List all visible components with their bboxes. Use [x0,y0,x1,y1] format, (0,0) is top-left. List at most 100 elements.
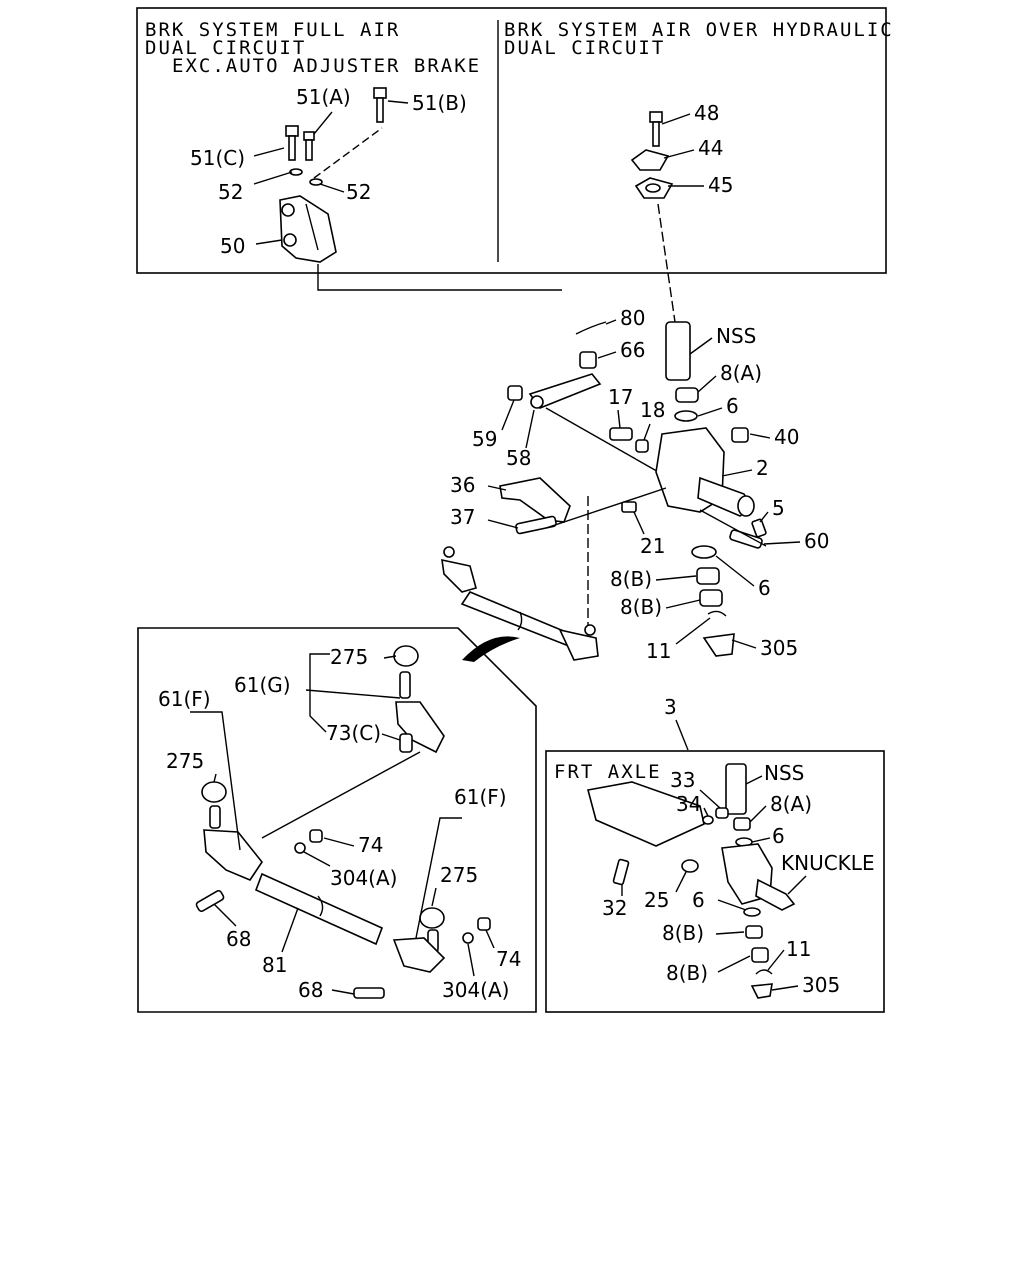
callout-66: 66 [620,338,645,362]
boot-275-left [201,781,227,803]
nut-74-lower [477,917,491,931]
callout-34: 34 [676,792,701,816]
knuckle-label: KNUCKLE [781,851,875,875]
cross-tube-81 [254,872,384,946]
callout-45: 45 [708,173,733,197]
arm-36 [499,477,571,523]
tie-rod-end-61f-right [392,929,446,973]
washer-25 [681,859,699,873]
brake-system-panel: BRK SYSTEM FULL AIR DUAL CIRCUIT EXC.AUT… [136,7,892,274]
callout-58: 58 [506,446,531,470]
callout-50: 50 [220,234,245,258]
callout-51c: 51(C) [190,146,245,170]
callout-44: 44 [698,136,723,160]
fitting-73c [399,733,413,753]
callouts: 51(A) 51(B) 51(C) 52 52 50 48 44 45 80 6… [158,85,840,1002]
callout-6-lower: 6 [758,576,771,600]
nut-33 [715,807,729,819]
bolt-32 [612,858,630,886]
leader-36-to-knuckle [545,487,667,529]
bolt-48 [649,111,663,147]
callout-51b: 51(B) [412,91,467,115]
bushing-8b-upper [696,567,720,585]
bolt-68-right [353,987,385,999]
tie-rod-end-61f-left [203,805,263,881]
bolt-51c [285,125,299,161]
air-over-hydraulic-title-2: DUAL CIRCUIT [504,37,665,59]
callout-61g: 61(G) [234,673,291,697]
callout-8b-detail-upper: 8(B) [662,921,704,945]
bolt-17 [609,427,633,441]
callout-nss-detail: NSS [764,761,804,785]
tie-rod-panel-frame [137,627,537,1013]
tie-rod-overview [441,546,599,661]
callout-25: 25 [644,888,669,912]
brake-panel-frame [136,7,887,274]
callout-11-main: 11 [646,639,671,663]
full-air-title-1: BRK SYSTEM FULL AIR [145,19,400,41]
callout-275-right: 275 [440,863,478,887]
tie-rod-end-61g [395,671,445,754]
callout-nss-main: NSS [716,324,756,348]
callout-11-detail: 11 [786,937,811,961]
frt-axle-panel-frame [545,750,885,1013]
callout-6-detail-upper: 6 [772,824,785,848]
callout-8a-detail: 8(A) [770,792,812,816]
callout-275-top: 275 [330,645,368,669]
callout-21: 21 [640,534,665,558]
callout-18: 18 [640,398,665,422]
callout-305-main: 305 [760,636,798,660]
callout-33: 33 [670,768,695,792]
callout-17: 17 [608,385,633,409]
full-air-title-3: EXC.AUTO ADJUSTER BRAKE [172,55,481,77]
nut-40 [731,427,749,443]
axle-beam [587,781,705,847]
callout-52-right: 52 [346,180,371,204]
washer-6-upper [674,410,698,422]
bracket-61f-right [415,817,462,939]
callout-6-detail-lower: 6 [692,888,705,912]
nut-66 [579,351,597,369]
connector-line [317,264,562,291]
washer-6-detail-lower [743,907,761,917]
bolt-51a [303,131,315,161]
callout-8a-main: 8(A) [720,361,762,385]
callout-52-left: 52 [218,180,243,204]
callout-305-detail: 305 [802,973,840,997]
bushing-8b-detail-upper [745,925,763,939]
callout-68-left: 68 [226,927,251,951]
king-pin-nss-detail [725,763,747,815]
bushing-8b-lower [699,589,723,607]
callout-48: 48 [694,101,719,125]
callout-61f-right: 61(F) [454,785,507,809]
callout-304a-upper: 304(A) [330,866,397,890]
king-pin-nss [665,321,691,381]
bolt-37 [515,515,557,535]
pin-5 [751,518,767,538]
bushing-8a-detail [733,817,751,831]
bracket-61f-left [190,711,241,851]
washer-6-lower [691,545,717,559]
callout-73c: 73(C) [326,721,381,745]
nut-18 [635,439,649,453]
leader-dash-51b [313,127,383,179]
bushing-8a [675,387,699,403]
main-assembly [441,321,767,662]
callout-68-right: 68 [298,978,323,1002]
callout-80: 80 [620,306,645,330]
knuckle-2 [655,427,755,517]
callout-6-upper: 6 [726,394,739,418]
callout-32: 32 [602,896,627,920]
bolt-51b [373,87,387,123]
frt-axle-title: FRT AXLE [554,761,662,783]
callout-275-left: 275 [166,749,204,773]
plate-44 [630,149,670,171]
washer-52-right [309,178,323,186]
knuckle-detail [721,843,796,911]
clip-80 [575,321,607,335]
callout-3: 3 [664,695,677,719]
snap-ring-11-detail [755,969,773,975]
leader-3 [675,719,689,751]
tie-rod-detail-panel [137,627,537,1013]
bolt-68-left [195,889,225,913]
